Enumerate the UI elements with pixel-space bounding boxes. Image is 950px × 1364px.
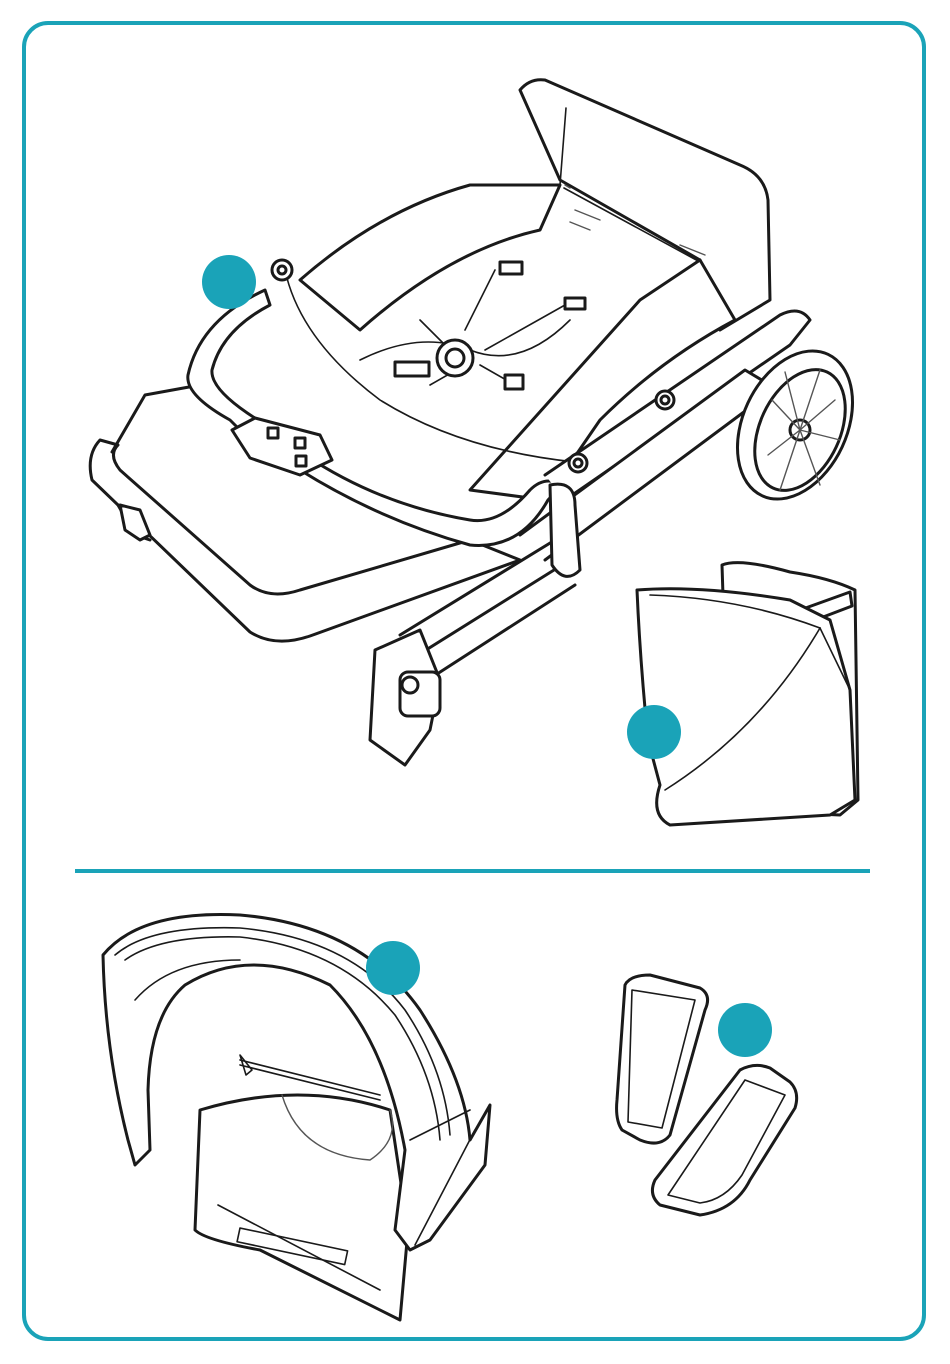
marker-dot-canopy — [366, 941, 420, 995]
marker-dot-bag — [627, 705, 681, 759]
marker-dot-seat — [202, 255, 256, 309]
section-divider — [75, 869, 870, 873]
marker-dot-pads — [718, 1003, 772, 1057]
